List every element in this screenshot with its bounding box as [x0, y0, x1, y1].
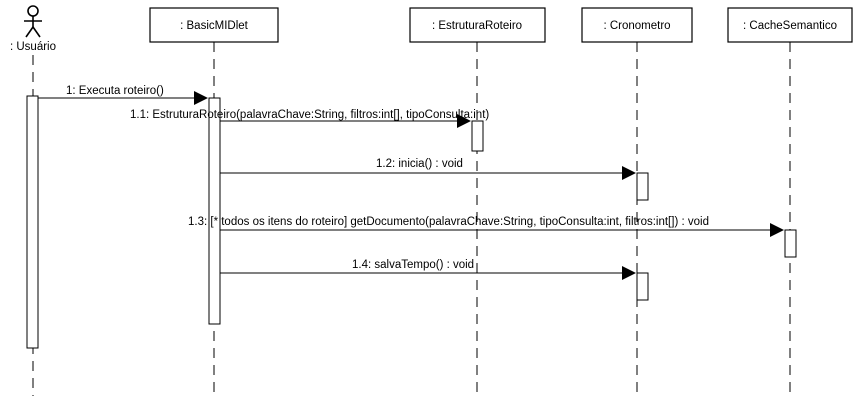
arrowhead-icon	[770, 223, 784, 237]
message-1-1: 1.1: EstruturaRoteiro(palavraChave:Strin…	[130, 109, 489, 128]
object-cachesemantico: : CacheSemantico	[727, 7, 853, 43]
object-cronometro: : Cronometro	[581, 7, 693, 43]
message-1-3: 1.3: [* todos os itens do roteiro] getDo…	[188, 216, 784, 237]
message-label: 1.3: [* todos os itens do roteiro] getDo…	[188, 216, 709, 228]
message-label: 1.2: inicia() : void	[376, 158, 463, 170]
object-label: : Cronometro	[603, 20, 670, 32]
object-estruturaroteiro: : EstruturaRoteiro	[409, 7, 546, 43]
object-box	[409, 7, 546, 43]
message-label: 1: Executa roteiro()	[66, 85, 164, 97]
activation-estruturaroteiro	[471, 120, 484, 152]
object-basicmidlet: : BasicMIDlet	[149, 7, 279, 43]
arrowhead-icon	[622, 266, 636, 280]
stick-figure-icon	[24, 5, 42, 38]
arrowhead-icon	[457, 114, 471, 128]
arrowhead-icon	[194, 91, 208, 105]
activation-usuario	[26, 95, 39, 349]
object-box	[581, 7, 693, 43]
activation-cachesemantico	[784, 229, 797, 258]
object-label: : EstruturaRoteiro	[432, 20, 522, 32]
object-label: : BasicMIDlet	[180, 20, 249, 32]
object-label: : CacheSemantico	[743, 20, 837, 32]
activation-basicmidlet	[208, 97, 221, 325]
message-1-2: 1.2: inicia() : void	[220, 158, 636, 180]
actor-label: : Usuário	[10, 41, 56, 53]
object-box	[727, 7, 853, 43]
arrowhead-icon	[622, 166, 636, 180]
object-box	[149, 7, 279, 43]
actor-usuario: : Usuário	[10, 5, 56, 53]
message-1: 1: Executa roteiro()	[38, 85, 208, 105]
activation-cronometro-2	[636, 272, 649, 301]
activation-cronometro-1	[636, 172, 649, 201]
message-label: 1.1: EstruturaRoteiro(palavraChave:Strin…	[130, 109, 489, 121]
message-1-4: 1.4: salvaTempo() : void	[220, 259, 636, 280]
message-label: 1.4: salvaTempo() : void	[352, 259, 474, 271]
